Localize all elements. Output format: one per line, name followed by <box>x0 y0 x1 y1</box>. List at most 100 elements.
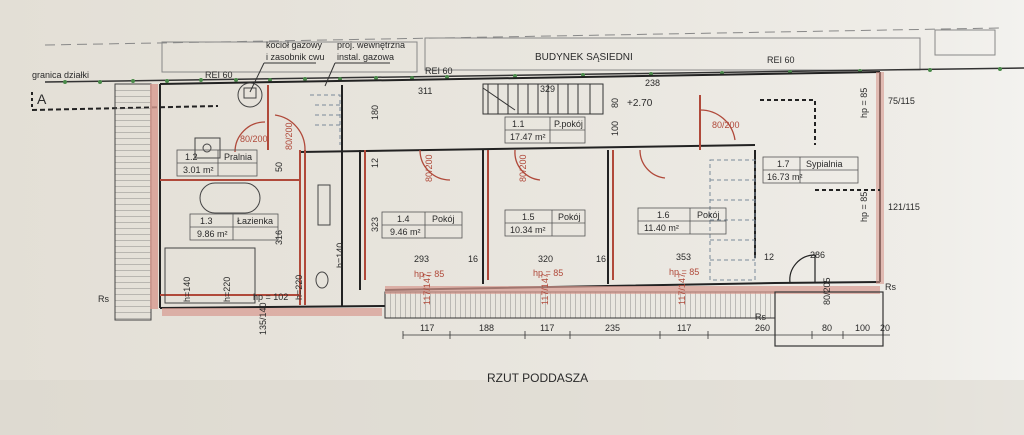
svg-text:100: 100 <box>610 121 620 136</box>
svg-text:Pokój: Pokój <box>432 214 455 224</box>
interior-dimensions: 311 329 238 180 12 80 100 323 293 16 320… <box>274 78 825 264</box>
section-marker-a: A <box>31 91 219 111</box>
svg-text:1.1: 1.1 <box>512 119 525 129</box>
room-label: 1.2 Pralnia 3.01 m² <box>176 149 258 177</box>
svg-text:17.47 m²: 17.47 m² <box>510 132 546 142</box>
svg-text:3.01 m²: 3.01 m² <box>183 165 214 175</box>
balcony-box <box>774 291 884 347</box>
svg-text:180: 180 <box>370 105 380 120</box>
svg-text:20: 20 <box>880 323 890 333</box>
svg-text:1.2: 1.2 <box>185 152 198 162</box>
svg-text:117/147: 117/147 <box>677 273 687 305</box>
room-label: 1.6 Pokój 11.40 m² <box>637 207 727 235</box>
svg-text:293: 293 <box>414 254 429 264</box>
rs-label: Rs <box>98 294 109 304</box>
height-labels: h=140 h=220 h=220 h=140 hp = 102 hp = 85… <box>182 88 869 302</box>
rs-label: Rs <box>885 282 896 292</box>
svg-text:117/147: 117/147 <box>422 273 432 305</box>
svg-text:80/200: 80/200 <box>240 134 268 144</box>
svg-text:hp = 85: hp = 85 <box>859 88 869 118</box>
svg-text:80/200: 80/200 <box>518 154 528 182</box>
svg-text:hp = 85: hp = 85 <box>414 269 444 279</box>
fire-rating-label: REI 60 <box>767 55 795 65</box>
svg-text:P.pokój: P.pokój <box>554 119 583 129</box>
svg-text:1.3: 1.3 <box>200 216 213 226</box>
bottom-dimension-chain: 117 188 117 235 117 260 80 100 20 <box>402 323 890 339</box>
svg-text:121/115: 121/115 <box>888 202 920 212</box>
rs-label: Rs <box>755 312 766 322</box>
bathroom-fixtures <box>164 82 331 304</box>
svg-text:1.4: 1.4 <box>397 214 410 224</box>
svg-text:50: 50 <box>274 162 284 172</box>
svg-text:80/200: 80/200 <box>284 122 294 150</box>
svg-text:1.6: 1.6 <box>657 210 670 220</box>
external-stairs <box>114 83 152 321</box>
svg-text:117: 117 <box>677 323 691 333</box>
balcony <box>384 291 776 319</box>
svg-text:1.5: 1.5 <box>522 212 535 222</box>
svg-text:238: 238 <box>645 78 660 88</box>
svg-text:hp = 85: hp = 85 <box>669 267 699 277</box>
svg-text:i zasobnik cwu: i zasobnik cwu <box>266 52 325 62</box>
svg-text:h=140: h=140 <box>182 277 192 302</box>
svg-text:16.73 m²: 16.73 m² <box>767 172 803 182</box>
svg-text:117: 117 <box>540 323 554 333</box>
svg-text:316: 316 <box>274 230 284 245</box>
svg-text:12: 12 <box>764 252 774 262</box>
svg-text:11.40 m²: 11.40 m² <box>644 223 679 233</box>
svg-text:9.86 m²: 9.86 m² <box>197 229 228 239</box>
svg-text:311: 311 <box>418 86 432 96</box>
internal-staircase <box>482 83 604 115</box>
svg-text:80/205: 80/205 <box>822 277 832 305</box>
svg-text:100: 100 <box>855 323 870 333</box>
svg-text:80/200: 80/200 <box>712 120 740 130</box>
svg-text:h=140: h=140 <box>335 243 345 268</box>
door-size-labels: 80/200 80/200 80/200 80/200 80/200 80/20… <box>240 120 832 305</box>
level-mark: +2.70 <box>627 98 653 109</box>
svg-text:hp = 85: hp = 85 <box>859 192 869 222</box>
svg-text:hp = 85: hp = 85 <box>533 268 563 278</box>
svg-text:80/200: 80/200 <box>424 154 434 182</box>
svg-text:A: A <box>37 91 47 107</box>
building-walls <box>159 71 881 309</box>
svg-text:323: 323 <box>370 217 380 232</box>
svg-text:260: 260 <box>755 323 770 333</box>
room-label: 1.7 Sypialnia 16.73 m² <box>762 156 859 184</box>
svg-text:Pokój: Pokój <box>558 212 581 222</box>
svg-text:h=220: h=220 <box>294 275 304 300</box>
svg-text:188: 188 <box>479 323 494 333</box>
svg-text:1.7: 1.7 <box>777 159 790 169</box>
svg-text:Pralnia: Pralnia <box>224 152 252 162</box>
svg-text:286: 286 <box>810 250 825 260</box>
drawing-title: RZUT PODDASZA <box>487 371 588 385</box>
stair-dashed <box>310 94 756 281</box>
svg-text:proj. wewnętrzna: proj. wewnętrzna <box>337 40 405 50</box>
svg-text:320: 320 <box>538 254 553 264</box>
svg-text:235: 235 <box>605 323 620 333</box>
svg-text:kocioł gazowy: kocioł gazowy <box>266 40 323 50</box>
gas-install-annotation: proj. wewnętrzna instal. gazowa <box>324 40 405 87</box>
plot-boundary-label: granica działki <box>32 70 89 80</box>
svg-text:353: 353 <box>676 252 691 262</box>
room-label: 1.4 Pokój 9.46 m² <box>381 211 463 239</box>
svg-text:80: 80 <box>610 98 620 108</box>
room-label: 1.1 P.pokój 17.47 m² <box>504 116 586 144</box>
svg-text:75/115: 75/115 <box>888 96 915 106</box>
door-swings <box>234 109 736 181</box>
svg-text:Pokój: Pokój <box>697 210 720 220</box>
svg-text:Sypialnia: Sypialnia <box>806 159 843 169</box>
svg-text:h=220: h=220 <box>222 277 232 302</box>
svg-text:hp = 102: hp = 102 <box>253 292 288 302</box>
svg-text:135/140: 135/140 <box>258 302 268 335</box>
svg-text:117: 117 <box>420 323 434 333</box>
fire-rating-label: REI 60 <box>205 70 233 80</box>
firewall-left <box>150 84 158 309</box>
fire-rating-label: REI 60 <box>425 66 453 76</box>
boiler-annotation: kocioł gazowy i zasobnik cwu <box>249 40 325 93</box>
window-size-labels: 135/140 117/147 117/147 117/147 75/115 1… <box>258 96 920 335</box>
svg-text:16: 16 <box>596 254 606 264</box>
svg-text:9.46 m²: 9.46 m² <box>390 227 421 237</box>
